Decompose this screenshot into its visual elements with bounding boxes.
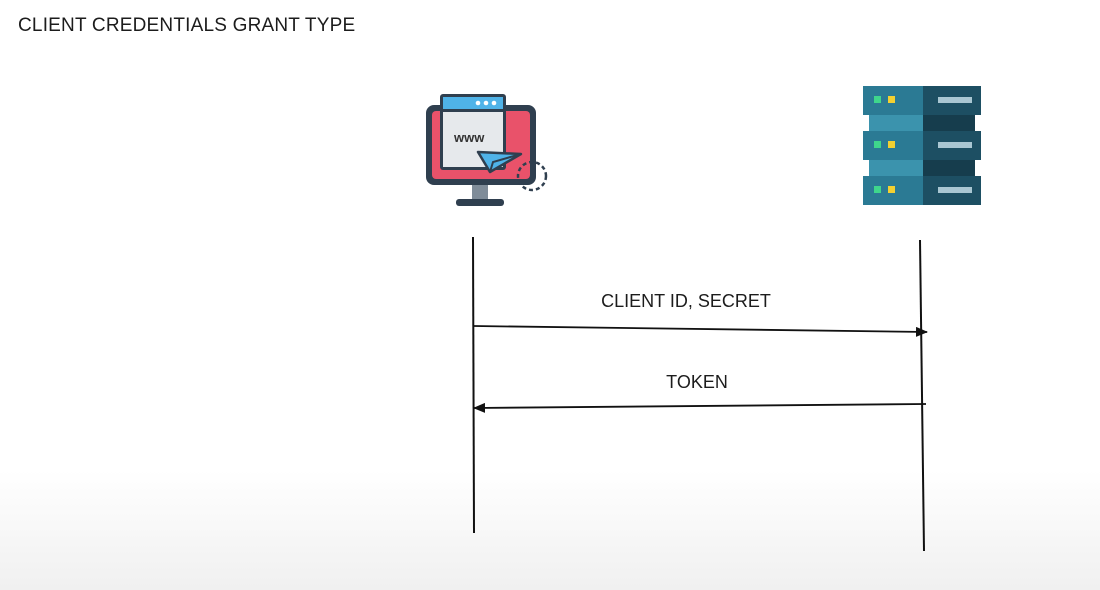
server-rack-icon: [863, 86, 981, 205]
response-label: TOKEN: [666, 372, 728, 392]
www-label: www: [453, 130, 485, 145]
server-lifeline: [919, 239, 925, 552]
diagram-title: CLIENT CREDENTIALS GRANT TYPE: [18, 15, 356, 36]
request-label: CLIENT ID, SECRET: [601, 291, 771, 311]
client-lifeline: [472, 236, 475, 534]
request-arrow: [473, 325, 928, 337]
response-arrow: [473, 402, 927, 413]
web-browser-monitor-icon: www: [426, 94, 548, 206]
